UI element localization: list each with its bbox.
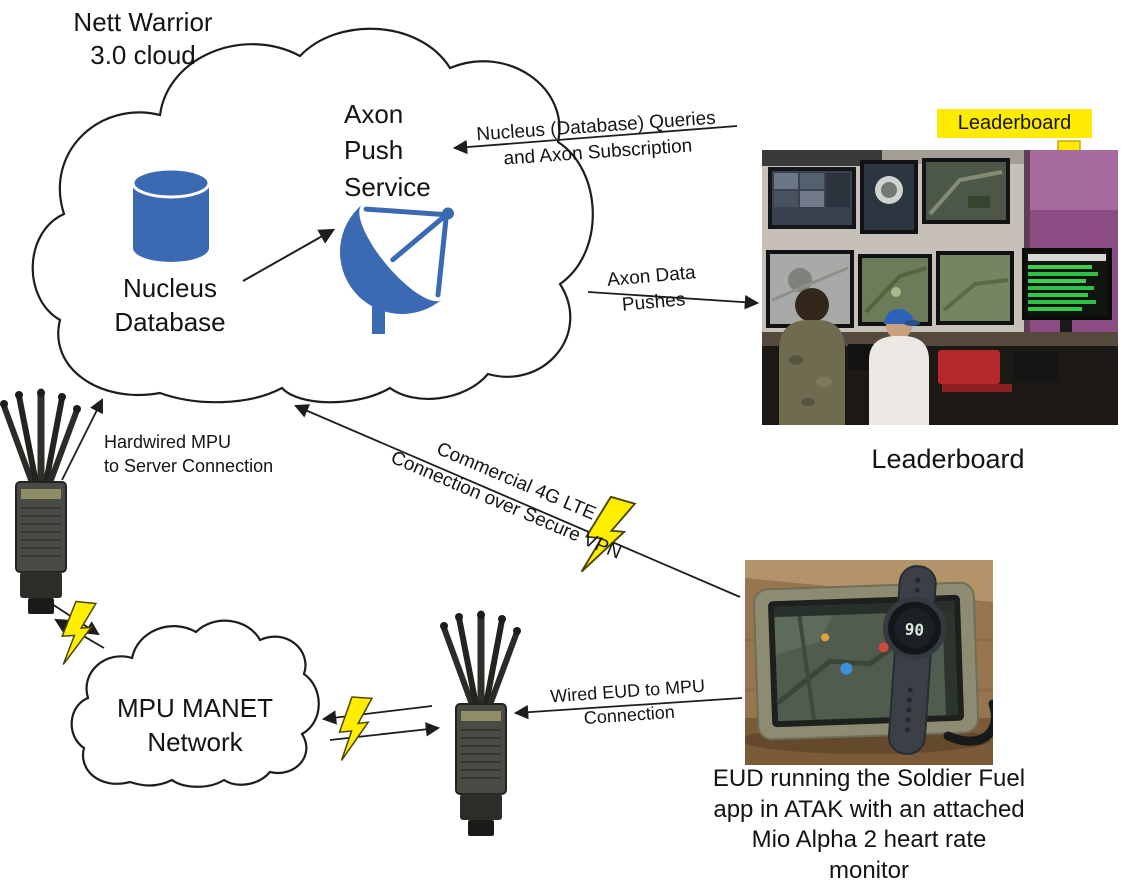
- manet-label: MPU MANET Network: [117, 693, 273, 757]
- arrow-lte-vpn: [294, 404, 741, 598]
- mpu-device-left: [0, 389, 81, 614]
- mpu-device-center: [440, 611, 521, 836]
- arrow-axon-pushes: [587, 291, 760, 310]
- heart-rate-watch: 90: [883, 565, 947, 755]
- eud-tablet: [752, 581, 980, 741]
- nett-warrior-title: Nett Warrior 3.0 cloud: [73, 7, 213, 70]
- leaderboard-caption: Leaderboard: [871, 444, 1025, 474]
- eud-photo: 90: [745, 560, 993, 765]
- rf-link-left: [51, 599, 105, 668]
- nucleus-database-label: Nucleus Database: [114, 273, 226, 337]
- arrow-wired-eud: [513, 697, 743, 720]
- person-soldier: [779, 288, 845, 425]
- person-blue-cap: [869, 309, 929, 425]
- arrow-hardwired-mpu: [61, 398, 103, 481]
- rf-link-center: [321, 695, 441, 763]
- hardwired-label: Hardwired MPU to Server Connection: [104, 432, 274, 477]
- watch-cable: [943, 699, 993, 746]
- leaderboard-tag: Leaderboard: [937, 109, 1092, 138]
- lightning-bolt-icon: [58, 599, 97, 668]
- red-laptop: [938, 350, 1012, 392]
- eud-caption: EUD running the Soldier Fuel app in ATAK…: [712, 765, 1026, 885]
- manet-cloud: [70, 619, 320, 788]
- arrow-db-to-axon: [242, 228, 336, 282]
- watch-display: 90: [904, 619, 925, 639]
- wall-monitors: [768, 158, 1010, 234]
- arrow-nucleus-queries: [452, 125, 738, 155]
- pushes-label: Axon Data Pushes: [606, 262, 697, 316]
- axon-push-service-label: Axon Push Service: [344, 99, 431, 202]
- nett-warrior-cloud: [31, 27, 594, 404]
- leaderboard-photo: [762, 150, 1118, 425]
- lightning-bolt-icon: [336, 695, 373, 763]
- leaderboard-screen: [1022, 248, 1112, 332]
- satellite-dish-icon: [340, 204, 454, 334]
- nucleus-database-icon: [131, 167, 211, 262]
